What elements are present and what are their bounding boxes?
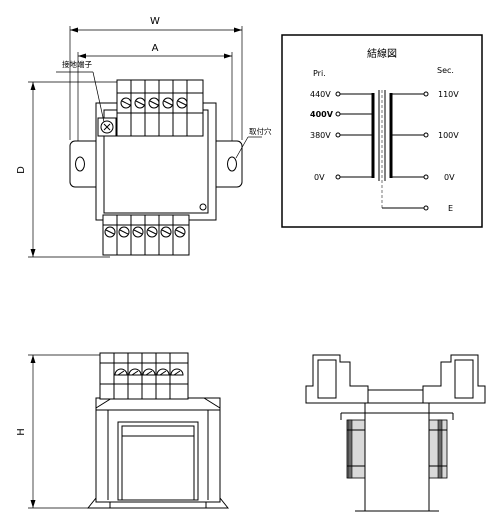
tap-terminal — [423, 174, 429, 180]
callout-line — [235, 136, 249, 159]
core-lamination — [347, 419, 353, 479]
dim-d-arrow-bottom — [30, 249, 36, 257]
terminal-screws-top — [120, 97, 188, 109]
screw-slot — [103, 123, 111, 131]
terminal-screw — [142, 368, 156, 376]
terminal-outline — [454, 359, 474, 399]
tap-terminal — [335, 111, 341, 117]
wiring-title: 結線図 — [367, 47, 397, 60]
primary-tap-440: 440V — [310, 90, 331, 99]
terminal-screw — [170, 368, 184, 376]
core-lamination — [437, 419, 443, 479]
ground-terminal-label: 接地端子 — [62, 59, 92, 69]
screw-slot — [163, 100, 173, 106]
side-bracket — [364, 402, 430, 512]
screw-slot — [175, 229, 185, 235]
screw-slot — [105, 229, 115, 235]
tap-terminal — [423, 132, 429, 138]
frame-chamfer — [95, 397, 221, 409]
terminal-outline — [317, 359, 337, 399]
wiring-diagram: 結線図 Pri. Sec. 440V 400V 380V 0V E 110V 1… — [281, 34, 483, 228]
mounting-hole-label: 取付穴 — [249, 126, 272, 136]
dim-d-arrow-top — [30, 82, 36, 90]
terminal-block-top — [116, 79, 204, 137]
terminal-screws-bottom — [104, 226, 186, 238]
earth-label: E — [448, 204, 453, 213]
coil — [121, 435, 195, 501]
dim-a-arrow-right — [224, 53, 232, 59]
screw-slot — [173, 370, 181, 376]
dim-h-arrow-bottom — [30, 500, 36, 508]
primary-tap-0v: 0V — [314, 173, 325, 182]
front-view: H — [16, 352, 230, 509]
tap-terminal — [423, 91, 429, 97]
tap-terminal — [423, 205, 429, 211]
terminal-screw — [128, 368, 142, 376]
screw-slot — [117, 370, 125, 376]
primary-tap-400: 400V — [310, 110, 334, 119]
screw-slot — [121, 100, 131, 106]
secondary-tap-0v: 0V — [444, 173, 455, 182]
screw-slot — [177, 100, 187, 106]
mounting-hole-left — [75, 156, 85, 172]
side-terminal-right — [422, 354, 486, 404]
dim-a-label: A — [152, 43, 159, 54]
primary-tap-380: 380V — [310, 131, 331, 140]
mounting-hole-right — [227, 156, 237, 172]
dim-d-label: D — [16, 166, 27, 174]
screw-slot — [133, 229, 143, 235]
screw-slot — [159, 370, 167, 376]
terminal-screw — [114, 368, 128, 376]
ground-terminal — [97, 117, 117, 137]
screw-slot — [131, 370, 139, 376]
sec-label: Sec. — [437, 66, 454, 75]
screw-slot — [135, 100, 145, 106]
tap-terminal — [335, 132, 341, 138]
screw-slot — [119, 229, 129, 235]
terminal-screw — [156, 368, 170, 376]
screw-slot — [161, 229, 171, 235]
coil-window — [117, 421, 199, 501]
side-terminal-left — [305, 354, 369, 404]
screw-slot — [149, 100, 159, 106]
dim-w-label: W — [150, 16, 160, 27]
front-terminal-screws — [114, 368, 184, 376]
screw-slot — [147, 229, 157, 235]
pri-label: Pri. — [313, 69, 326, 78]
side-view — [305, 354, 486, 512]
screw-slot — [145, 370, 153, 376]
tap-terminal — [335, 91, 341, 97]
dim-h-arrow-top — [30, 355, 36, 363]
front-terminal-block — [99, 352, 189, 400]
screw-hole — [199, 203, 207, 211]
tap-terminal — [335, 174, 341, 180]
callout-line — [92, 71, 105, 123]
secondary-tap-100: 100V — [438, 131, 459, 140]
dim-w-arrow-left — [70, 27, 78, 33]
top-view: W A D — [16, 16, 272, 258]
dim-h-label: H — [16, 428, 27, 436]
dim-w-arrow-right — [234, 27, 242, 33]
secondary-tap-110: 110V — [438, 90, 459, 99]
dim-a-arrow-left — [78, 53, 86, 59]
